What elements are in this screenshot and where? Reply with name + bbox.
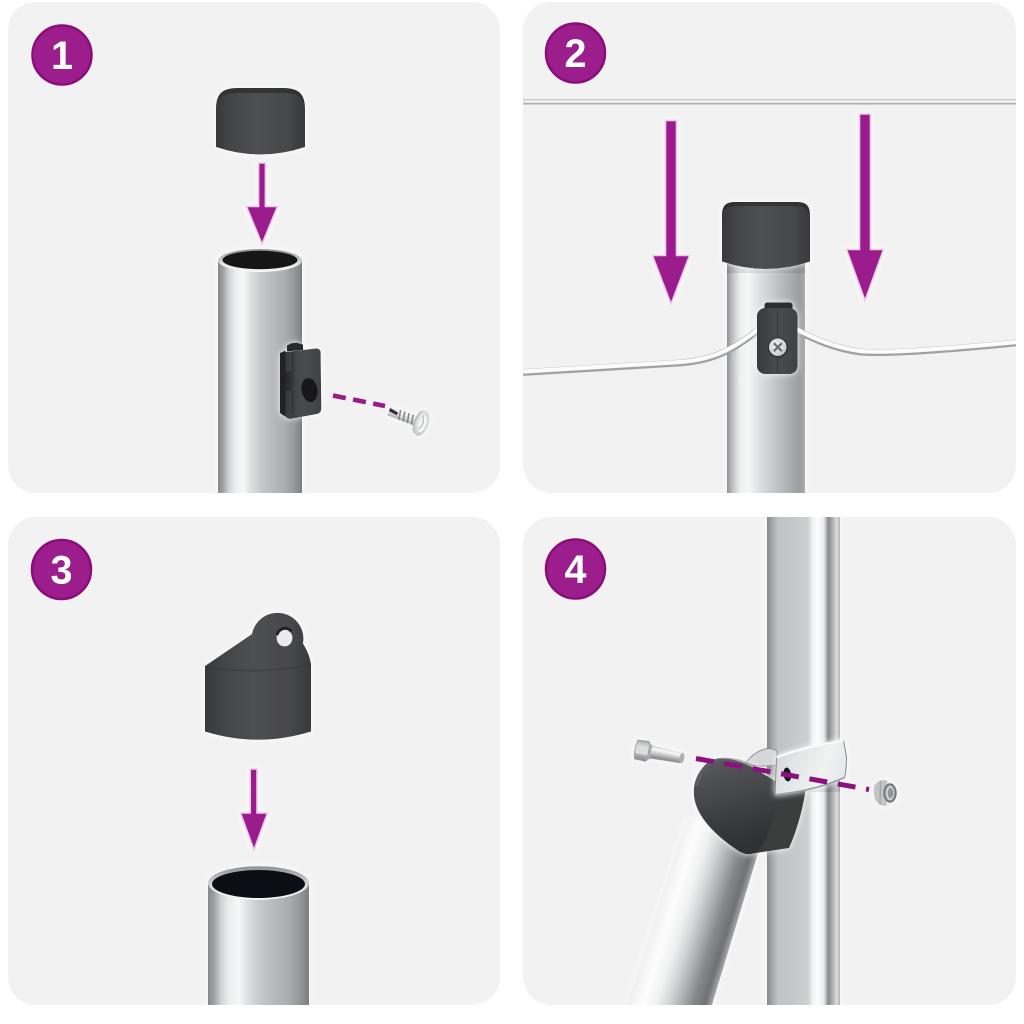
svg-text:1: 1 [51,34,73,78]
svg-text:4: 4 [565,548,587,592]
svg-text:3: 3 [51,549,73,593]
svg-text:2: 2 [565,32,587,76]
